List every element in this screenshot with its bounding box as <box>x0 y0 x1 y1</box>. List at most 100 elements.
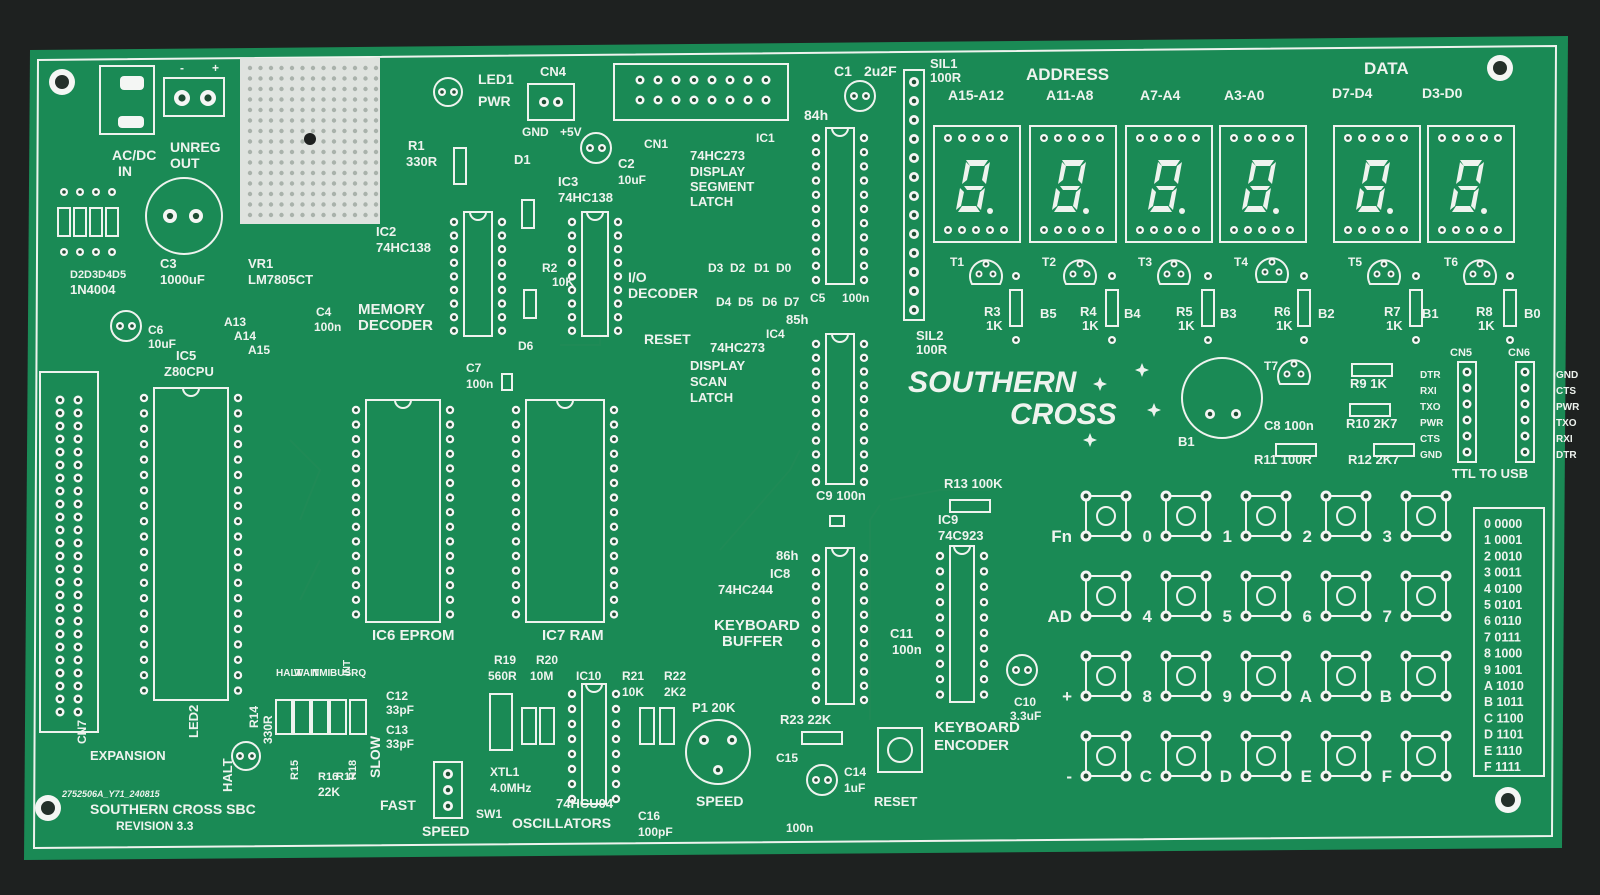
drill-hole <box>1508 274 1512 278</box>
dc-jack-outline <box>99 65 155 135</box>
decimal-point <box>1179 208 1185 214</box>
drill-hole <box>354 466 358 471</box>
proto-hole <box>258 107 263 113</box>
silk-label: NMI <box>312 668 331 679</box>
proto-hole <box>373 118 379 123</box>
board-outline <box>32 44 1558 850</box>
drill-hole <box>982 692 986 697</box>
drill-hole <box>814 698 818 702</box>
proto-hole <box>310 191 316 197</box>
proto-hole <box>321 149 326 155</box>
drill-hole <box>354 408 358 412</box>
drill-hole <box>862 221 866 226</box>
buzzer-outline <box>1181 357 1263 439</box>
drill-hole <box>236 534 240 539</box>
silk-label: 74HC273 <box>710 340 765 355</box>
drill-hole <box>637 77 643 83</box>
silk-label: 3.3uF <box>1010 709 1041 723</box>
silk-label: R9 1K <box>1350 376 1387 391</box>
drill-hole <box>814 369 818 374</box>
drill-hole <box>142 411 146 416</box>
drill-hole <box>1346 228 1350 232</box>
hex-table-row: 2 0010 <box>1484 549 1522 563</box>
proto-hole <box>279 191 284 197</box>
key-label: C <box>1140 767 1152 786</box>
silk-label: 1N4004 <box>70 282 116 297</box>
drill-hole <box>862 369 866 374</box>
drill-hole <box>727 97 733 103</box>
drill-hole <box>862 683 866 688</box>
silk-label: P1 20K <box>692 700 736 715</box>
key-cap <box>1096 746 1116 766</box>
proto-hole <box>331 86 337 92</box>
decimal-point <box>1387 208 1393 214</box>
drill-hole <box>862 466 866 471</box>
drill-hole <box>1323 493 1329 499</box>
proto-hole <box>363 76 368 81</box>
drill-hole <box>814 627 818 631</box>
proto-hole <box>310 128 316 134</box>
drill-hole <box>1443 533 1449 539</box>
drill-hole <box>354 437 358 442</box>
drill-hole <box>110 190 114 194</box>
dc-jack-pad <box>120 76 144 90</box>
drill-hole <box>614 797 618 801</box>
drill-hole <box>1243 653 1249 659</box>
proto-hole <box>279 212 284 218</box>
key-cap <box>1256 746 1276 766</box>
proto-hole <box>342 160 347 165</box>
silk-label: BUSRQ <box>330 668 366 679</box>
drill-hole <box>57 657 63 663</box>
key-label: 1 <box>1223 527 1232 546</box>
drill-hole <box>1243 533 1249 539</box>
ic-socket <box>567 211 623 337</box>
key-switch: C <box>1140 730 1212 786</box>
drill-hole <box>862 424 866 429</box>
proto-hole <box>300 128 305 134</box>
drill-hole <box>1163 533 1169 539</box>
drill-hole <box>452 315 456 320</box>
drill-hole <box>814 452 818 457</box>
drill-hole <box>1083 493 1089 499</box>
drill-hole <box>1110 274 1114 278</box>
drill-hole <box>1123 533 1129 539</box>
silk-label: 100n <box>466 377 493 391</box>
drill-hole <box>570 692 574 696</box>
drill-hole <box>452 260 456 265</box>
proto-hole <box>352 181 358 186</box>
resistor-outline <box>349 699 367 735</box>
silk-label: A15-A12 <box>948 87 1004 103</box>
drill-hole <box>911 212 917 218</box>
ic-socket <box>567 683 621 805</box>
drill-hole <box>1443 653 1449 659</box>
drill-hole <box>57 514 63 520</box>
key-outline <box>1085 495 1127 537</box>
silk-label: 10uF <box>148 337 176 351</box>
proto-hole <box>247 139 253 144</box>
drill-hole <box>862 556 866 560</box>
silk-label: 10M <box>530 669 553 683</box>
drill-hole <box>500 288 504 292</box>
drill-hole <box>94 190 98 194</box>
proto-hole <box>268 149 274 155</box>
silk-label: T2 <box>1042 255 1056 269</box>
drill-hole <box>946 136 950 140</box>
ic-socket <box>935 545 989 703</box>
drill-hole <box>911 98 917 104</box>
silk-label: 74HCU04 <box>556 796 614 811</box>
silk-label: D1 <box>514 152 531 167</box>
drill-hole <box>166 212 174 220</box>
proto-hole <box>289 107 295 113</box>
ic-notch <box>556 399 574 409</box>
transistor-outline <box>1367 259 1401 285</box>
drill-hole <box>142 457 146 462</box>
drill-hole <box>938 661 942 666</box>
drill-hole <box>1283 693 1289 699</box>
drill-hole <box>612 612 616 617</box>
proto-hole <box>268 170 274 176</box>
silk-label: R3 <box>984 304 1001 319</box>
silk-label: 560R <box>488 669 517 683</box>
drill-hole <box>862 342 866 346</box>
drill-hole <box>862 136 866 140</box>
silk-label: D0 <box>776 261 792 275</box>
